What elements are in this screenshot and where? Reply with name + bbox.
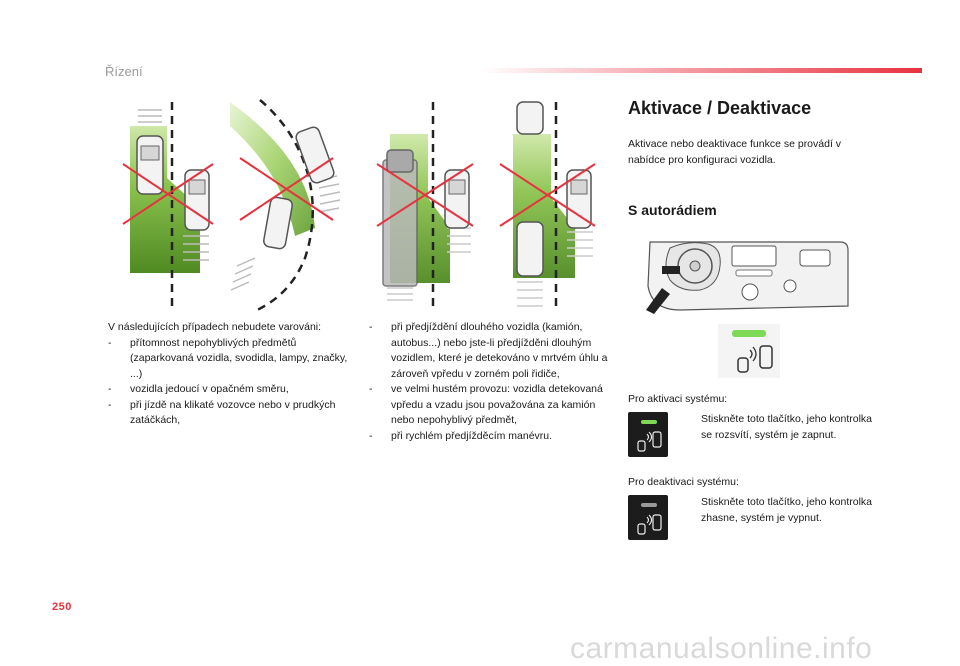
scenario-parked-vehicle — [122, 102, 214, 312]
deactivate-button-icon[interactable] — [628, 495, 668, 540]
list-item: vozidla jedoucí v opačném směru, — [108, 382, 353, 398]
deactivate-label: Pro deaktivaci systému: — [628, 476, 739, 488]
scenario-curved-road — [230, 99, 341, 314]
left-intro: V následujících případech nebudete varov… — [108, 321, 322, 333]
subsection-title: S autorádiem — [628, 202, 717, 218]
list-item: ve velmi hustém provozu: vozidla detekov… — [369, 382, 609, 429]
list-item: při jízdě na klikaté vozovce nebo v prud… — [108, 398, 353, 429]
scenario-long-vehicle — [376, 102, 474, 312]
activate-step: Stiskněte toto tlačítko, jeho kontrolka … — [683, 412, 873, 443]
bullet-arrow-icon — [683, 412, 701, 443]
left-list: přítomnost nepohyblivých předmětů (zapar… — [108, 336, 353, 429]
left-column: V následujících případech nebudete varov… — [108, 320, 353, 429]
middle-list: při předjíždění dlouhého vozidla (kamión… — [369, 320, 609, 444]
middle-column: při předjíždění dlouhého vozidla (kamión… — [369, 320, 609, 444]
dashboard-illustration — [646, 241, 849, 314]
scenario-heavy-traffic — [499, 101, 596, 312]
blind-spot-button-icon — [732, 330, 773, 373]
button-closeup — [718, 324, 780, 378]
section-title: Aktivace / Deaktivace — [628, 98, 812, 118]
header-accent-bar — [480, 68, 922, 73]
activate-step-text: Stiskněte toto tlačítko, jeho kontrolka … — [701, 413, 873, 441]
deactivate-step-text: Stiskněte toto tlačítko, jeho kontrolka … — [701, 496, 873, 524]
activate-label: Pro aktivaci systému: — [628, 393, 728, 405]
bullet-arrow-icon — [683, 495, 701, 526]
list-item: při předjíždění dlouhého vozidla (kamión… — [369, 320, 609, 382]
list-item: při rychlém předjížděcím manévru. — [369, 429, 609, 445]
section-intro: Aktivace nebo deaktivace funkce se prová… — [628, 138, 842, 166]
blind-spot-scenarios-illustration — [122, 99, 596, 314]
list-item: přítomnost nepohyblivých předmětů (zapar… — [108, 336, 353, 383]
blind-spot-icon — [637, 420, 662, 452]
activate-button-icon[interactable] — [628, 412, 668, 457]
page-number: 250 — [52, 601, 72, 613]
deactivate-step: Stiskněte toto tlačítko, jeho kontrolka … — [683, 495, 873, 526]
chapter-title: Řízení — [105, 64, 143, 79]
blind-spot-icon — [637, 503, 662, 535]
watermark: carmanualsonline.info — [570, 632, 873, 665]
